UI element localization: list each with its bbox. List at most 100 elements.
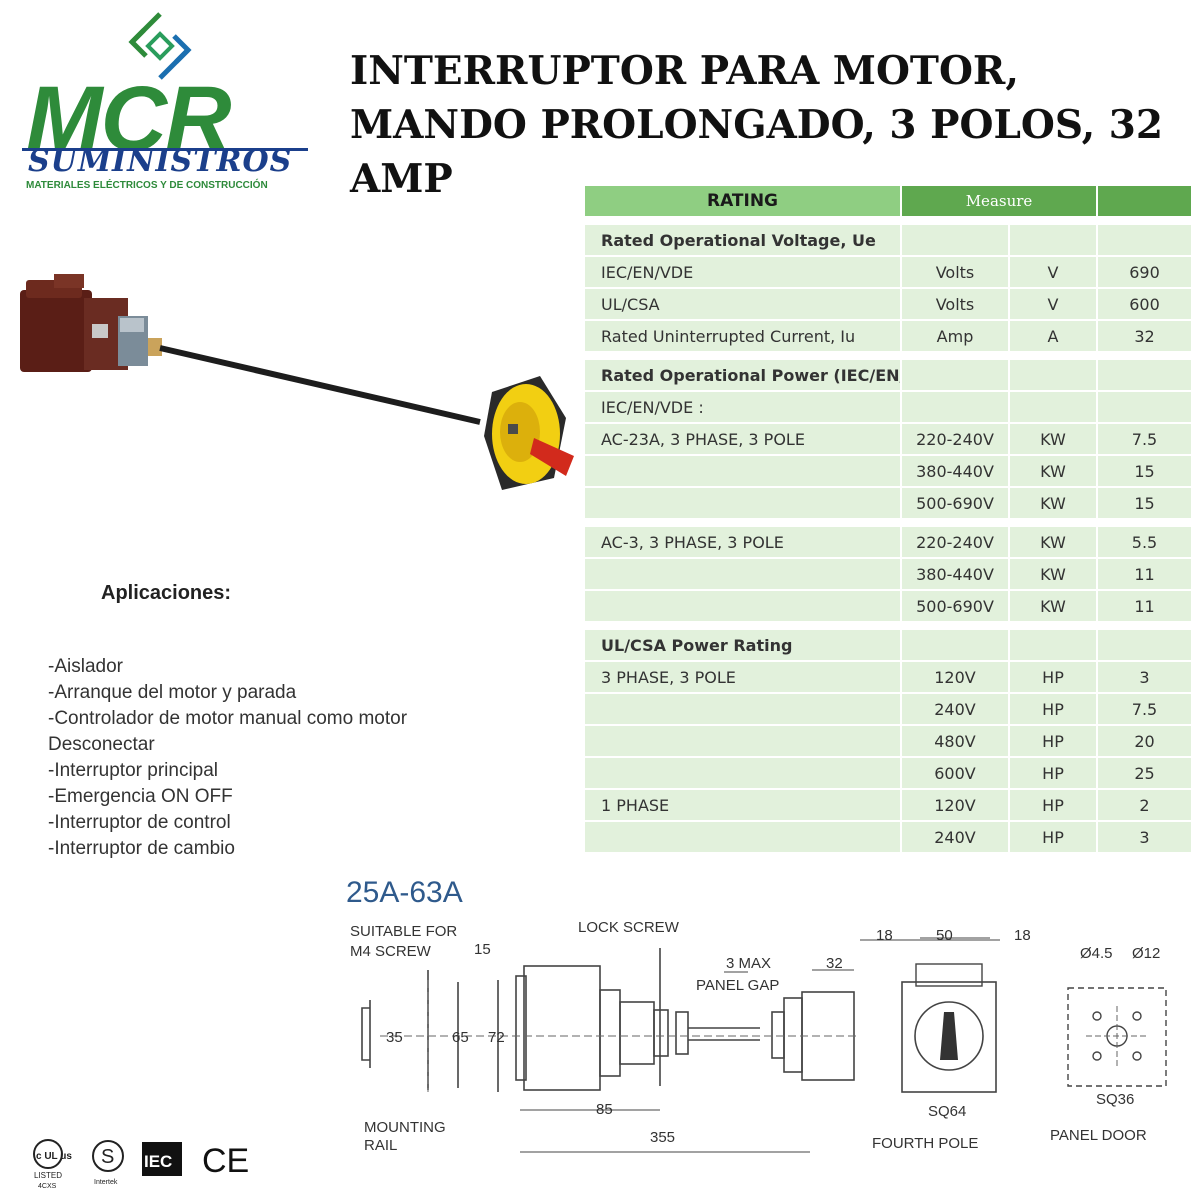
iec-icon: IEC (142, 1142, 182, 1176)
table-cell-c4: 3 (1097, 821, 1193, 854)
applications-list: -Aislador -Arranque del motor y parada -… (48, 654, 428, 862)
table-cell-c1: AC-3, 3 PHASE, 3 POLE (585, 526, 902, 559)
logo-graphic: MCR (22, 12, 308, 170)
logo-tagline: MATERIALES ELÉCTRICOS Y DE CONSTRUCCIÓN (26, 180, 268, 191)
table-spacer (585, 217, 1193, 225)
intertek-s-icon: S Intertek (92, 1140, 124, 1186)
table-cell-c3: KW (1009, 455, 1098, 488)
table-cell-c1: UL/CSA (585, 288, 902, 321)
label-rail: RAIL (364, 1137, 397, 1154)
intertek-label: Intertek (94, 1179, 118, 1186)
application-item: -Emergencia ON OFF (48, 786, 233, 807)
table-row: Rated Operational Voltage, Ue (585, 224, 1193, 257)
table-cell-c3: KW (1009, 558, 1098, 591)
dim-phi12: Ø12 (1132, 945, 1160, 962)
table-cell-c3: KW (1009, 590, 1098, 623)
table-cell-c2: Amp (901, 320, 1010, 353)
table-cell-c4: 11 (1097, 558, 1193, 591)
application-item: -Controlador de motor manual como motor … (48, 708, 408, 755)
dim-72: 72 (488, 1029, 505, 1046)
table-cell-c4: 32 (1097, 320, 1193, 353)
table-cell-c2: 220-240V (901, 423, 1010, 456)
dim-50: 50 (936, 927, 953, 944)
table-cell-c3: HP (1009, 725, 1098, 758)
table-cell-c2: Volts (901, 256, 1010, 289)
table-row: UL/CSA Power Rating (585, 629, 1193, 662)
table-cell-c1: IEC/EN/VDE : (585, 391, 902, 424)
table-cell-c4: 7.5 (1097, 693, 1193, 726)
table-cell-c1: Rated Operational Voltage, Ue (585, 224, 902, 257)
dim-35: 35 (386, 1029, 403, 1046)
table-cell-c2: Volts (901, 288, 1010, 321)
table-cell-c1 (585, 590, 902, 623)
application-item: -Arranque del motor y parada (48, 682, 297, 703)
extension-shaft (159, 345, 481, 425)
side-view (361, 948, 855, 1092)
table-cell-c3: A (1009, 320, 1098, 353)
table-cell-c1 (585, 821, 902, 854)
table-cell-c3: HP (1009, 757, 1098, 790)
table-row: IEC/EN/VDE : (585, 391, 1193, 424)
product-image (20, 274, 574, 490)
dim-65: 65 (452, 1029, 469, 1046)
dim-sq36: SQ36 (1096, 1091, 1134, 1108)
table-cell-c2: 500-690V (901, 487, 1010, 520)
table-cell-c4: 7.5 (1097, 423, 1193, 456)
switch-body (20, 274, 162, 372)
ce-mark-icon: CE (202, 1142, 249, 1180)
rotary-handle (484, 376, 574, 490)
table-cell-c3 (1009, 359, 1098, 392)
table-cell-c1 (585, 487, 902, 520)
logo-monogram: MCR (26, 68, 231, 170)
application-item: -Interruptor principal (48, 760, 219, 781)
table-spacer-cell (585, 622, 1193, 630)
table-cell-c4: 11 (1097, 590, 1193, 623)
table-cell-c2 (901, 391, 1010, 424)
table-cell-c2 (901, 224, 1010, 257)
ul-listed-icon: c UL us LISTED 4CXS (33, 1139, 72, 1190)
table-cell-c2: 380-440V (901, 455, 1010, 488)
certification-logos: c UL us LISTED 4CXS S Intertek IEC CE (33, 1139, 249, 1190)
table-cell-c4: 5.5 (1097, 526, 1193, 559)
application-item: -Interruptor de cambio (48, 838, 235, 859)
ul-mark: c UL us (36, 1151, 72, 1162)
panel-door-view: Ø4.5 Ø12 SQ36 PANEL DOOR (1050, 945, 1167, 1144)
table-cell-c3: KW (1009, 526, 1098, 559)
table-cell-c2: 240V (901, 821, 1010, 854)
table-cell-c1: 1 PHASE (585, 789, 902, 822)
table-cell-c3: V (1009, 256, 1098, 289)
table-cell-c3: KW (1009, 423, 1098, 456)
label-fourth-pole: FOURTH POLE (872, 1135, 978, 1152)
label-3-max: 3 MAX (726, 955, 771, 972)
table-cell-c1 (585, 725, 902, 758)
table-cell-c3 (1009, 629, 1098, 662)
label-m4-screw: M4 SCREW (350, 943, 432, 960)
table-cell-c4 (1097, 359, 1193, 392)
table-spacer (585, 622, 1193, 630)
table-header-row: RATING Measure (585, 186, 1193, 218)
table-cell-c3: HP (1009, 789, 1098, 822)
table-cell-c2: 240V (901, 693, 1010, 726)
table-cell-c4: 20 (1097, 725, 1193, 758)
page-title: INTERRUPTOR PARA MOTOR, MANDO PROLONGADO… (350, 48, 1164, 202)
logo-brand: SUMINISTROS (28, 144, 293, 179)
ul-listed: LISTED (34, 1171, 62, 1180)
application-item: -Aislador (48, 656, 123, 677)
table-cell-c4: 25 (1097, 757, 1193, 790)
s-mark: S (101, 1146, 114, 1168)
table-cell-c3 (1009, 391, 1098, 424)
centerline (380, 980, 860, 1092)
table-cell-c1 (585, 558, 902, 591)
dim-15: 15 (474, 941, 491, 958)
label-mounting: MOUNTING (364, 1119, 446, 1136)
